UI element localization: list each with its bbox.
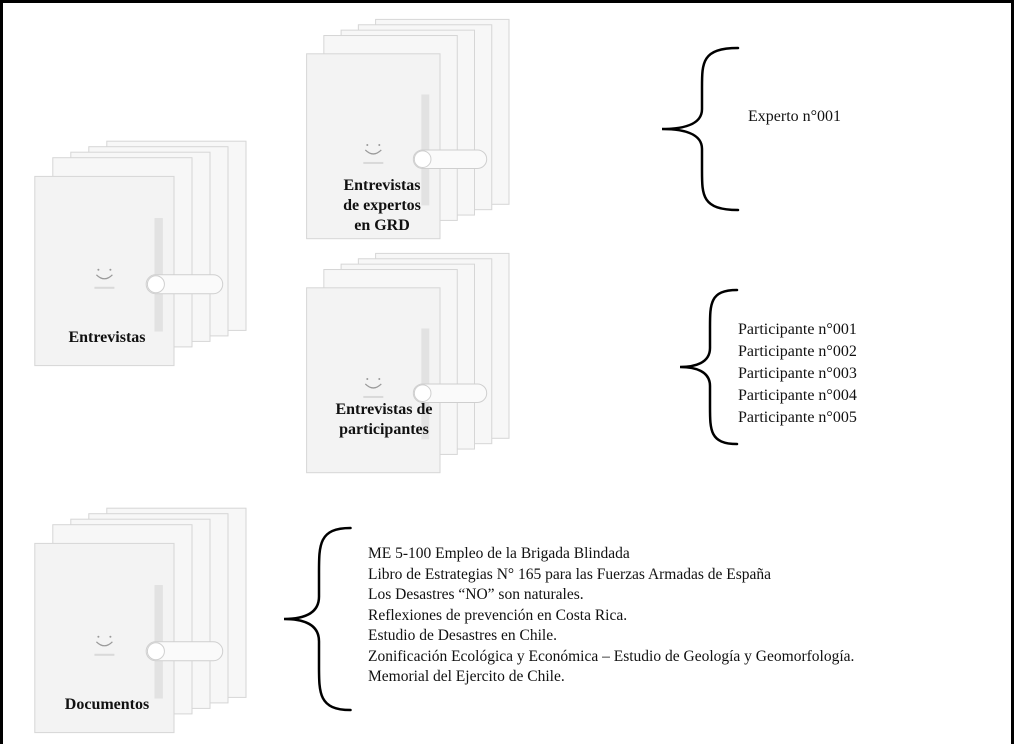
curly-brace-icon (661, 46, 740, 212)
list-item: Participante n°005 (738, 409, 857, 426)
list-item: Reflexiones de prevención en Costa Rica. (368, 606, 628, 624)
curly-brace-icon (283, 526, 352, 712)
list-item: Estudio de Desastres en Chile. (368, 627, 557, 644)
folder-icon (306, 18, 510, 240)
folder-label-documentos: Documentos (64, 696, 150, 713)
list-item: Memorial del Ejercito de Chile. (368, 668, 565, 685)
brace-expertos (661, 46, 742, 212)
folder-label-expertos: Entrevistas de expertos en GRD (307, 176, 457, 236)
list-item: Participante n°002 (738, 343, 857, 360)
list-item: Participante n°003 (738, 365, 857, 382)
folder-label-participantes: Entrevistas de participantes (304, 400, 464, 440)
folder-label-entrevistas: Entrevistas (68, 329, 146, 346)
folder-entrevistas-participantes: Entrevistas de participantes (302, 252, 532, 477)
list-expertos: Experto n°001 (748, 106, 841, 128)
folder-label-participantes-line: Entrevistas de (335, 401, 433, 418)
folder-entrevistas: Entrevistas (30, 140, 270, 370)
list-item: Participante n°004 (738, 387, 857, 404)
folder-icon (306, 252, 510, 474)
folder-icon (34, 507, 247, 734)
brace-participantes (679, 288, 740, 446)
list-participantes: Participante n°001 Participante n°002 Pa… (738, 319, 857, 429)
list-item: Libro de Estrategias N° 165 para las Fue… (368, 565, 772, 583)
list-documentos: ME 5-100 Empleo de la Brigada Blindada L… (368, 544, 854, 688)
folder-label-expertos-line: en GRD (354, 217, 410, 234)
brace-documentos (283, 526, 354, 712)
curly-brace-icon (679, 288, 739, 446)
folder-label-expertos-line: Entrevistas (343, 177, 421, 194)
folder-label-expertos-line: de expertos (343, 197, 421, 214)
folder-entrevistas-expertos: Entrevistas de expertos en GRD (302, 18, 532, 243)
folder-label-participantes-line: participantes (339, 421, 429, 438)
list-item: Los Desastres “NO” son naturales. (368, 586, 584, 603)
list-item: ME 5-100 Empleo de la Brigada Blindada (368, 545, 630, 562)
list-item: Experto n°001 (748, 108, 842, 125)
folder-documentos: Documentos (30, 507, 270, 737)
folder-icon (34, 140, 247, 367)
list-item: Zonificación Ecológica y Económica – Est… (368, 647, 855, 665)
list-item: Participante n°001 (738, 321, 857, 338)
